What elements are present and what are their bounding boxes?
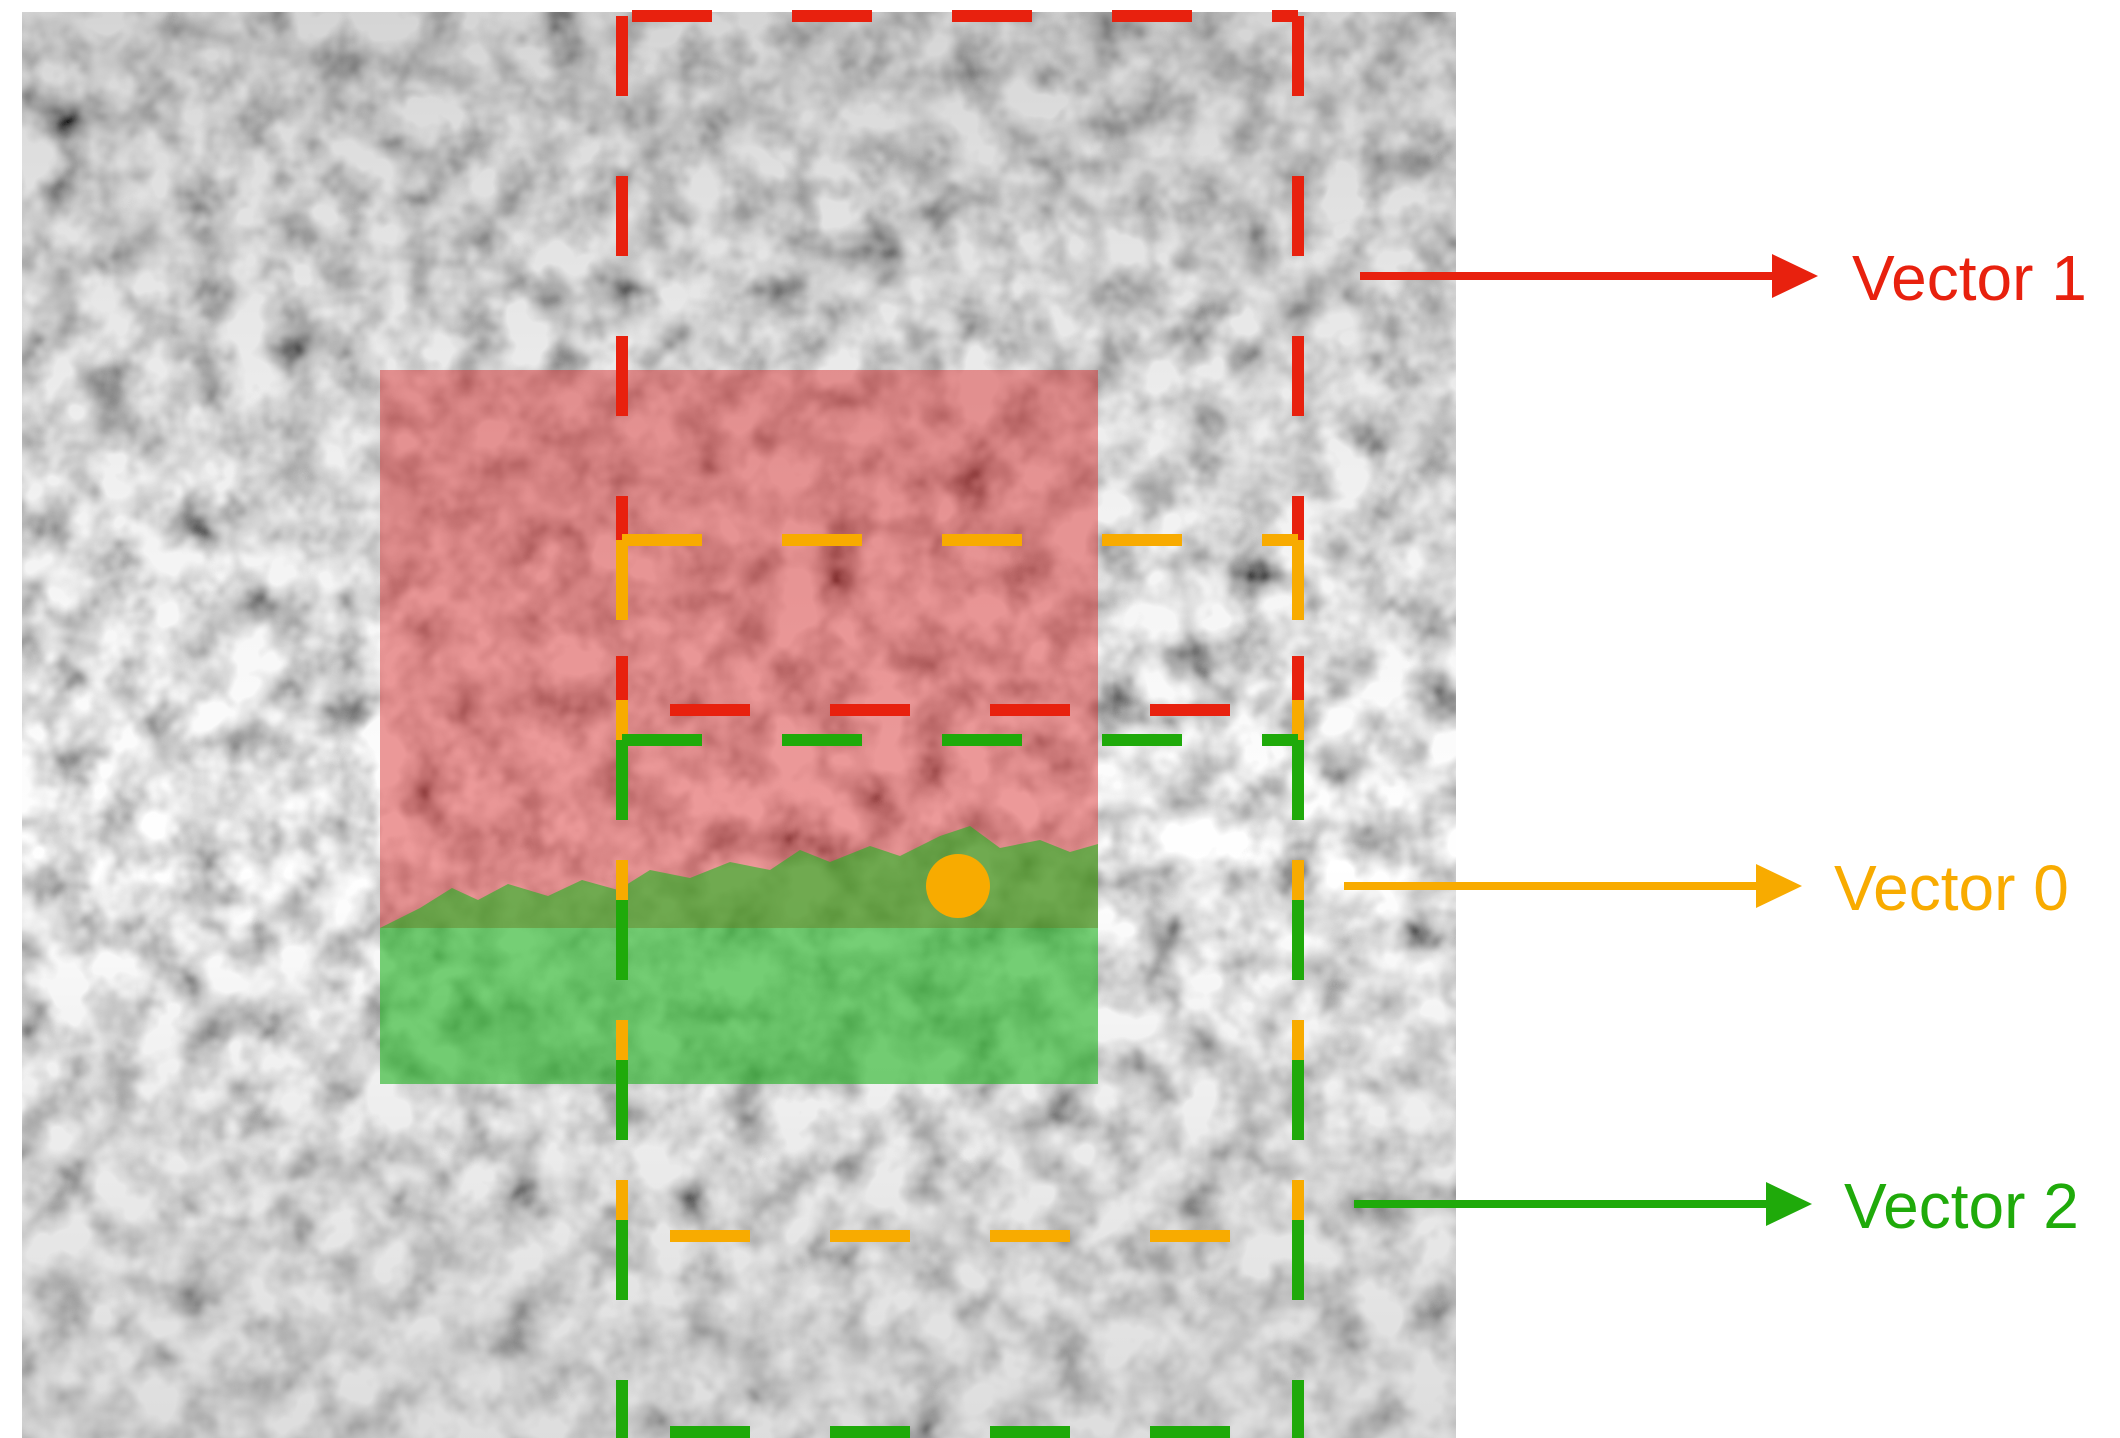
vector1-label: Vector 1 — [1852, 242, 2087, 314]
vector2-box — [616, 734, 1304, 1438]
vector0-arrow-icon — [1344, 864, 1802, 908]
center-point-marker — [926, 854, 990, 918]
green-region — [380, 826, 1098, 1084]
vector2-label: Vector 2 — [1844, 1170, 2079, 1242]
vector0-label: Vector 0 — [1834, 852, 2069, 924]
vector0-box — [616, 534, 1304, 1242]
vector2-arrow-icon — [1354, 1182, 1812, 1226]
vector1-arrow-icon — [1360, 254, 1818, 298]
vector1-box — [616, 10, 1304, 716]
highlight-region — [380, 370, 1098, 1084]
texture-image — [22, 12, 1456, 1438]
